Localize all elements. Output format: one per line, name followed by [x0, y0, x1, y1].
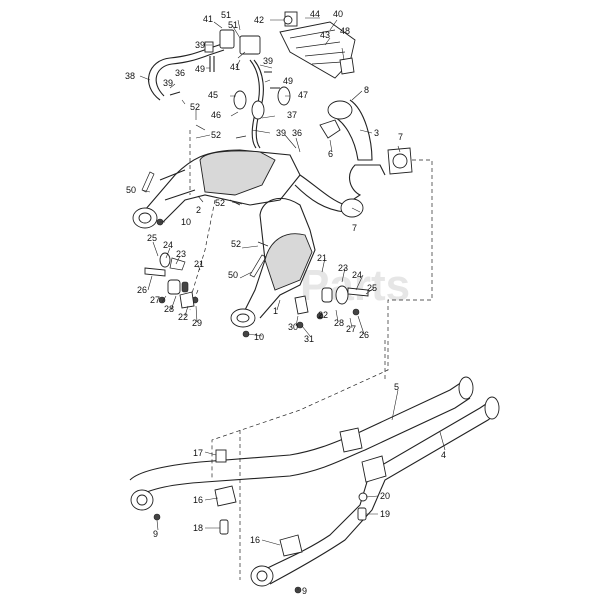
callout-label: 40 — [333, 9, 343, 19]
valve-bracket — [279, 11, 356, 79]
callout-label: 29 — [192, 318, 202, 328]
callout-label: 50 — [126, 185, 136, 195]
callout-label: 24 — [352, 270, 362, 280]
callout-label: 46 — [211, 110, 221, 120]
callout-label: 9 — [302, 586, 307, 596]
callout-label: 26 — [137, 285, 147, 295]
callout-label: 22 — [178, 312, 188, 322]
front-pipe-right — [230, 197, 316, 328]
callout-label: 28 — [164, 304, 174, 314]
callout-label: 38 — [125, 71, 135, 81]
callout-label: 39 — [263, 56, 273, 66]
callout-label: 41 — [203, 14, 213, 24]
callout-label: 18 — [193, 523, 203, 533]
callout-label: 25 — [367, 283, 377, 293]
callout-label: 28 — [334, 318, 344, 328]
callout-label: 22 — [318, 310, 328, 320]
callout-label: 51 — [221, 10, 231, 20]
callout-label: 16 — [193, 495, 203, 505]
callout-label: 9 — [153, 529, 158, 539]
callout-label: 4 — [441, 450, 446, 460]
callout-label: 36 — [292, 128, 302, 138]
mount-hardware-right — [294, 285, 369, 329]
callout-label: 16 — [250, 535, 260, 545]
callout-label: 49 — [195, 64, 205, 74]
front-pipe-left — [132, 149, 301, 229]
callout-label: 52 — [231, 239, 241, 249]
watermark: Parts — [300, 261, 410, 310]
callout-label: 10 — [181, 217, 191, 227]
callout-label: 23 — [338, 263, 348, 273]
callout-label: 3 — [374, 128, 379, 138]
callout-label: 2 — [196, 205, 201, 215]
callout-label: 21 — [194, 259, 204, 269]
callout-label: 45 — [208, 90, 218, 100]
callout-label: 26 — [359, 330, 369, 340]
callout-label: 51 — [228, 20, 238, 30]
sensors — [141, 124, 269, 338]
callout-label: 1 — [273, 306, 278, 316]
callout-label: 52 — [211, 130, 221, 140]
callout-label: 47 — [298, 90, 308, 100]
callout-label: 39 — [163, 78, 173, 88]
callout-label: 52 — [215, 198, 225, 208]
callout-label: 21 — [317, 253, 327, 263]
callout-label: 52 — [190, 102, 200, 112]
reference-line-lower — [239, 340, 386, 580]
callout-label: 44 — [310, 9, 320, 19]
callout-label: 19 — [380, 509, 390, 519]
callout-label: 24 — [163, 240, 173, 250]
callout-label: 37 — [287, 110, 297, 120]
callout-label: 23 — [176, 249, 186, 259]
callout-label: 42 — [254, 15, 264, 25]
hose-clamps — [233, 86, 291, 120]
callout-label: 7 — [398, 132, 403, 142]
connecting-pipe-right — [294, 99, 413, 218]
callout-label: 41 — [230, 62, 240, 72]
reference-line-right — [211, 159, 433, 480]
callout-label: 27 — [346, 324, 356, 334]
callout-label: 31 — [304, 334, 314, 344]
callout-label: 50 — [228, 270, 238, 280]
mount-hardware-left — [144, 252, 199, 309]
callout-label: 7 — [352, 223, 357, 233]
callout-label: 49 — [283, 76, 293, 86]
callout-label: 6 — [328, 149, 333, 159]
callout-label: 10 — [254, 332, 264, 342]
callout-label: 5 — [394, 382, 399, 392]
callout-label: 36 — [175, 68, 185, 78]
callout-label: 25 — [147, 233, 157, 243]
rear-pipe-5 — [129, 376, 474, 511]
callout-label: 27 — [150, 295, 160, 305]
rear-pipe-4 — [250, 396, 500, 587]
leader-lines — [139, 17, 446, 590]
callout-label: 48 — [340, 26, 350, 36]
callout-label: 8 — [364, 85, 369, 95]
callout-label: 43 — [320, 30, 330, 40]
callout-label: 39 — [195, 40, 205, 50]
callout-label: 17 — [193, 448, 203, 458]
callout-labels: 41 51 39 49 51 42 44 40 43 48 38 39 36 4… — [125, 9, 446, 596]
callout-label: 20 — [380, 491, 390, 501]
hanger-brackets — [153, 449, 368, 594]
callout-label: 30 — [288, 322, 298, 332]
callout-label: 39 — [276, 128, 286, 138]
